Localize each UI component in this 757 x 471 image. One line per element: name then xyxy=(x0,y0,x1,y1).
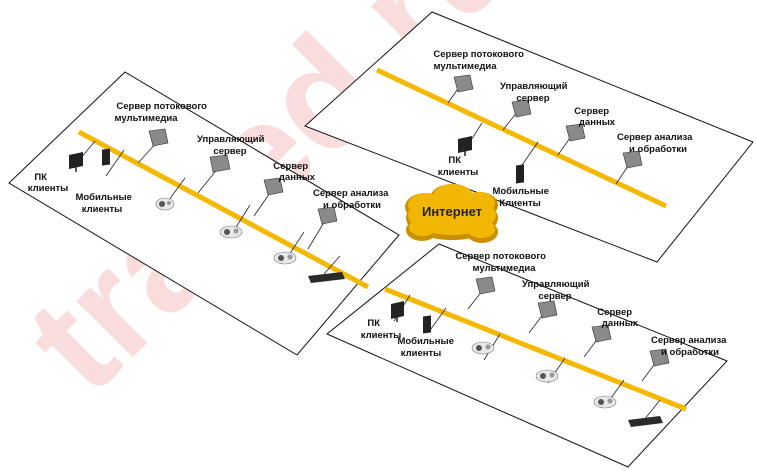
mobile-device-icon xyxy=(516,164,524,184)
internet-label: Интернет xyxy=(422,204,482,219)
label-analysis-server: и обработки xyxy=(323,200,381,211)
streaming-server-icon xyxy=(475,276,496,295)
label-pc-clients: ПК xyxy=(34,172,47,183)
svg-text:Сервер потокового мульти: Сервер потокового мультимедиа xyxy=(455,251,548,274)
streaming-server-icon xyxy=(148,128,169,147)
site-left-border xyxy=(8,71,400,356)
site-bottom-backbone xyxy=(384,286,687,412)
label-analysis-server: Сервер анализа xyxy=(617,132,693,143)
management-server-icon xyxy=(537,300,558,319)
svg-text:ПК клиенты: ПК клиенты xyxy=(28,172,69,194)
camera-icon xyxy=(219,225,243,239)
camera-icon xyxy=(593,395,617,409)
nvr-recorder-icon xyxy=(628,416,663,427)
svg-text:Мобильные Клиенты: Мобильные Клиенты xyxy=(492,186,551,209)
label-management-server: сервер xyxy=(538,291,571,302)
svg-text:Сервер потокового мульти: Сервер потокового мультимедиа xyxy=(114,101,209,124)
camera-icon xyxy=(535,369,559,383)
label-pc-clients: ПК xyxy=(367,318,380,329)
label-data-server: Сервер xyxy=(273,161,308,172)
analysis-server-icon xyxy=(317,206,338,225)
mobile-device-icon xyxy=(102,148,110,166)
svg-text:Сервер данных: Сервер данных xyxy=(574,106,616,128)
label-mobile-clients: Мобильные xyxy=(492,186,548,197)
site-bottom: Сервер потокового мультимедиа Управляющи… xyxy=(326,243,729,468)
streaming-server-icon xyxy=(453,74,474,93)
site-top-border xyxy=(304,11,754,263)
site-left-backbone xyxy=(77,129,370,290)
internet-cloud: Интернет xyxy=(405,184,498,243)
pc-monitor-icon xyxy=(391,301,404,322)
label-streaming-server: Сервер потокового xyxy=(455,251,546,262)
site-bottom-border xyxy=(326,243,728,468)
svg-text:Сервер анализа и обработ: Сервер анализа и обработки xyxy=(651,335,729,358)
label-management-server: Управляющий xyxy=(500,81,568,92)
data-server-icon xyxy=(263,177,284,196)
label-pc-clients: клиенты xyxy=(361,330,402,341)
data-server-icon xyxy=(591,324,612,343)
label-data-server: данных xyxy=(279,172,316,183)
camera-icon xyxy=(155,197,175,211)
label-data-server: Сервер xyxy=(597,307,632,318)
label-mobile-clients: Мобильные xyxy=(75,192,131,203)
label-pc-clients: клиенты xyxy=(438,167,479,178)
svg-text:Управляющий сервер: Управляющий сервер xyxy=(197,134,267,157)
label-mobile-clients: Клиенты xyxy=(499,198,540,209)
site-top-backbone xyxy=(375,67,668,209)
label-streaming-server: Сервер потокового xyxy=(116,101,207,112)
site-left: Сервер потокового мультимедиа Управляющи… xyxy=(8,71,400,356)
svg-text:Мобильные клиенты: Мобильные клиенты xyxy=(397,336,456,359)
svg-text:Управляющий сервер: Управляющий сервер xyxy=(522,279,592,302)
svg-text:Управляющий сервер: Управляющий сервер xyxy=(500,81,570,104)
camera-icon xyxy=(471,341,495,355)
label-data-server: данных xyxy=(602,318,639,329)
label-analysis-server: и обработки xyxy=(629,144,687,155)
label-mobile-clients: Мобильные xyxy=(397,336,453,347)
nvr-recorder-icon xyxy=(308,272,345,283)
label-streaming-server: мультимедиа xyxy=(472,263,536,274)
management-server-icon xyxy=(209,154,231,173)
svg-text:Сервер анализа и обработ: Сервер анализа и обработки xyxy=(313,188,391,211)
svg-text:Сервер данных: Сервер данных xyxy=(597,307,639,329)
label-data-server: Сервер xyxy=(574,106,609,117)
mobile-device-icon xyxy=(423,315,431,334)
label-management-server: Управляющий xyxy=(197,134,265,145)
label-streaming-server: мультимедиа xyxy=(114,113,178,124)
data-server-icon xyxy=(565,123,586,142)
label-management-server: сервер xyxy=(213,146,246,157)
label-analysis-server: и обработки xyxy=(661,347,719,358)
label-streaming-server: Сервер потокового xyxy=(433,49,524,60)
label-analysis-server: Сервер анализа xyxy=(313,188,389,199)
label-management-server: Управляющий xyxy=(522,279,590,290)
pc-monitor-icon xyxy=(69,152,83,172)
svg-text:Сервер анализа и обработ: Сервер анализа и обработки xyxy=(617,132,695,155)
svg-text:Сервер данных: Сервер данных xyxy=(273,161,316,183)
label-mobile-clients: клиенты xyxy=(401,348,442,359)
camera-icon xyxy=(273,251,297,265)
label-mobile-clients: клиенты xyxy=(82,204,123,215)
label-analysis-server: Сервер анализа xyxy=(651,335,727,346)
label-streaming-server: мультимедиа xyxy=(433,61,497,72)
svg-text:Мобильные клиенты: Мобильные клиенты xyxy=(75,192,134,215)
pc-monitor-icon xyxy=(458,136,472,156)
label-pc-clients: ПК xyxy=(448,155,461,166)
label-pc-clients: клиенты xyxy=(28,183,69,194)
management-server-icon xyxy=(511,99,532,118)
svg-text:ПК клиенты: ПК клиенты xyxy=(361,318,402,341)
label-data-server: данных xyxy=(579,117,616,128)
svg-text:ПК клиенты: ПК клиенты xyxy=(438,155,479,178)
svg-text:Сервер потокового мульти: Сервер потокового мультимедиа xyxy=(433,49,526,72)
analysis-server-icon xyxy=(622,150,643,169)
label-management-server: сервер xyxy=(516,93,549,104)
site-top: Сервер потокового мультимедиа Управляющи… xyxy=(304,11,754,263)
analysis-server-icon xyxy=(649,348,670,367)
